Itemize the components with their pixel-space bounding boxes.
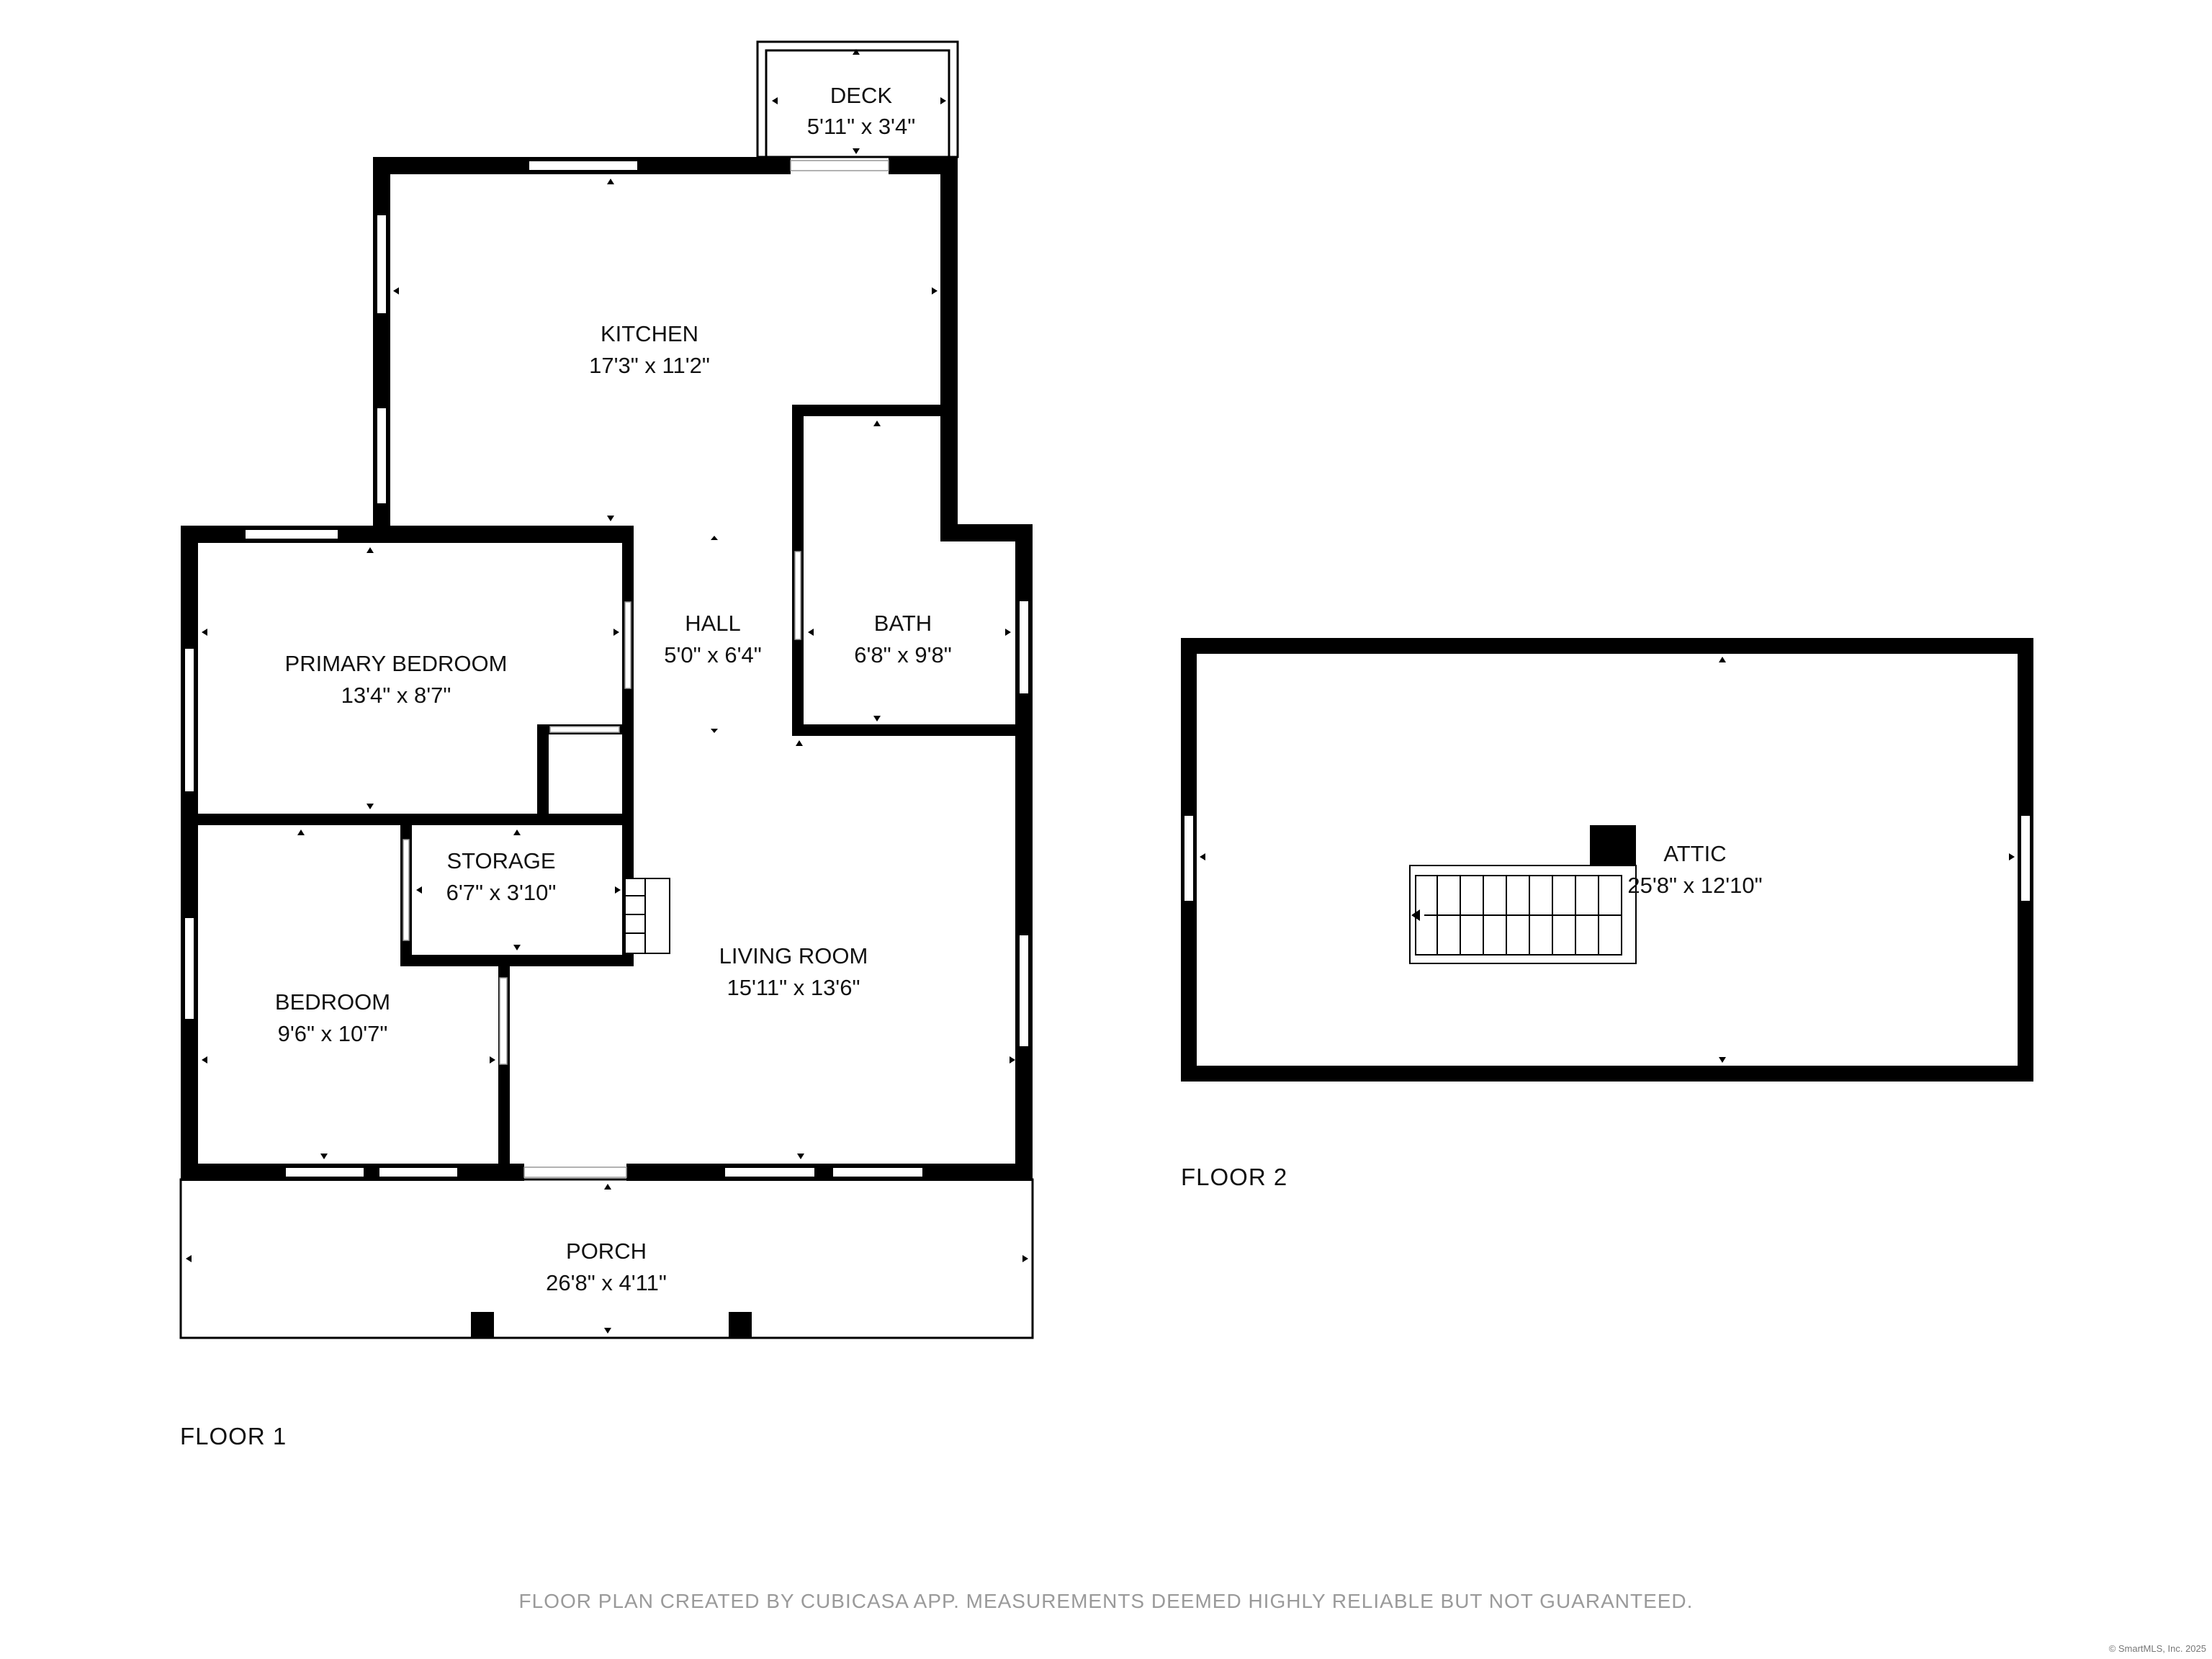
window <box>376 407 387 505</box>
room-name-living-room: LIVING ROOM <box>719 943 868 968</box>
room-dim-deck: 5'11" x 3'4" <box>807 114 915 139</box>
room-dim-attic: 25'8" x 12'10" <box>1627 873 1762 898</box>
room-dim-hall: 5'0" x 6'4" <box>664 642 762 667</box>
floor-2-label: FLOOR 2 <box>1181 1164 1287 1190</box>
room-name-storage: STORAGE <box>446 848 555 873</box>
room-name-kitchen: KITCHEN <box>601 321 698 346</box>
room-dim-primary-bedroom: 13'4" x 8'7" <box>341 683 451 708</box>
room-name-attic: ATTIC <box>1663 841 1726 866</box>
room-name-deck: DECK <box>830 83 892 108</box>
room-dim-kitchen: 17'3" x 11'2" <box>589 353 710 378</box>
window <box>1183 814 1195 902</box>
porch-post-right <box>729 1312 752 1338</box>
window <box>528 160 639 171</box>
room-dim-bedroom: 9'6" x 10'7" <box>278 1021 388 1046</box>
floor-1-door-openings <box>403 160 889 1178</box>
floor-1-label: FLOOR 1 <box>180 1423 287 1449</box>
window <box>378 1166 459 1178</box>
room-dim-porch: 26'8" x 4'11" <box>546 1270 667 1295</box>
attic-windows <box>1183 814 2031 902</box>
room-name-bath: BATH <box>874 611 932 636</box>
disclaimer-footer: FLOOR PLAN CREATED BY CUBICASA APP. MEAS… <box>518 1590 1694 1612</box>
attic-markers <box>1200 657 2015 1063</box>
deck-outline <box>756 40 959 158</box>
room-dim-storage: 6'7" x 3'10" <box>446 880 557 905</box>
floor-1-markers <box>186 49 1028 1334</box>
window <box>1018 934 1030 1048</box>
porch-post-left <box>471 1312 494 1338</box>
window <box>724 1166 816 1178</box>
window <box>284 1166 365 1178</box>
window <box>244 529 339 540</box>
room-name-bedroom: BEDROOM <box>275 989 390 1015</box>
floor-2-plan: ATTIC 25'8" x 12'10" FLOOR 2 <box>1181 638 2033 1190</box>
attic-staircase-icon <box>1409 865 1637 964</box>
room-dim-living-room: 15'11" x 13'6" <box>727 975 860 1000</box>
room-name-porch: PORCH <box>566 1238 647 1264</box>
window <box>184 917 195 1020</box>
stair-direction-arrow <box>1411 909 1420 921</box>
copyright-notice: © SmartMLS, Inc. 2025 <box>2108 1643 2206 1654</box>
window <box>376 214 387 315</box>
window <box>832 1166 924 1178</box>
floor-1-windows <box>184 160 1030 1178</box>
room-name-primary-bedroom: PRIMARY BEDROOM <box>285 651 508 676</box>
room-dim-bath: 6'8" x 9'8" <box>854 642 952 667</box>
window <box>2020 814 2031 902</box>
window <box>184 647 195 793</box>
porch-outline <box>179 1178 1034 1339</box>
stairs-icon <box>624 878 670 954</box>
chimney <box>1590 825 1636 867</box>
floor-1-plan: DECK 5'11" x 3'4" KITCHEN 17'3" x 11'2" … <box>179 40 1034 1449</box>
room-name-hall: HALL <box>685 611 741 636</box>
window <box>1018 600 1030 695</box>
